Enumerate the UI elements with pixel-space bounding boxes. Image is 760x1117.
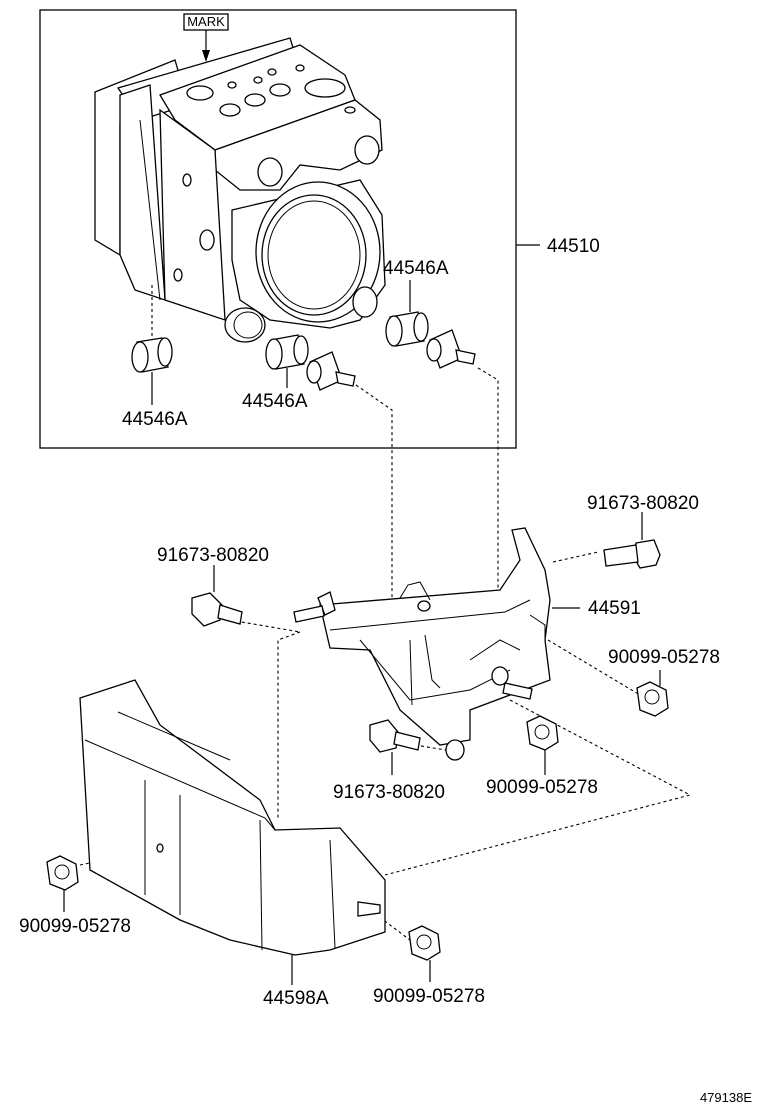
mount-stud-left <box>306 351 356 391</box>
label-bolt-upper-right: 91673-80820 <box>587 493 699 514</box>
bracket-illustration <box>293 527 551 761</box>
label-44598a: 44598A <box>263 988 329 1009</box>
label-nut-right: 90099-05278 <box>608 647 720 668</box>
label-bolt-left: 91673-80820 <box>157 545 269 566</box>
label-spacer-middle: 44546A <box>242 391 308 412</box>
label-44591: 44591 <box>588 598 641 619</box>
mount-stud-right <box>426 329 476 369</box>
spacer-middle <box>265 334 309 370</box>
bolt-left <box>191 592 243 627</box>
nut-left <box>46 855 79 891</box>
assembly-frame <box>39 9 517 449</box>
bolt-upper-right <box>603 539 661 569</box>
bolt-lower <box>369 719 421 753</box>
nut-right <box>636 681 669 717</box>
label-nut-bottom: 90099-05278 <box>373 986 485 1007</box>
spacer-upper <box>385 311 429 347</box>
figure-code: 479138E <box>700 1090 752 1105</box>
mark-label: MARK <box>187 14 225 29</box>
cover-illustration <box>79 679 386 956</box>
spacer-left <box>131 337 173 373</box>
abs-actuator-illustration <box>94 37 386 343</box>
label-nut-middle: 90099-05278 <box>486 777 598 798</box>
label-spacer-left: 44546A <box>122 409 188 430</box>
nut-middle <box>526 715 559 751</box>
label-44510: 44510 <box>547 236 600 257</box>
nut-bottom <box>408 925 441 961</box>
label-nut-left: 90099-05278 <box>19 916 131 937</box>
label-bolt-lower: 91673-80820 <box>333 782 445 803</box>
label-spacer-upper: 44546A <box>383 258 449 279</box>
